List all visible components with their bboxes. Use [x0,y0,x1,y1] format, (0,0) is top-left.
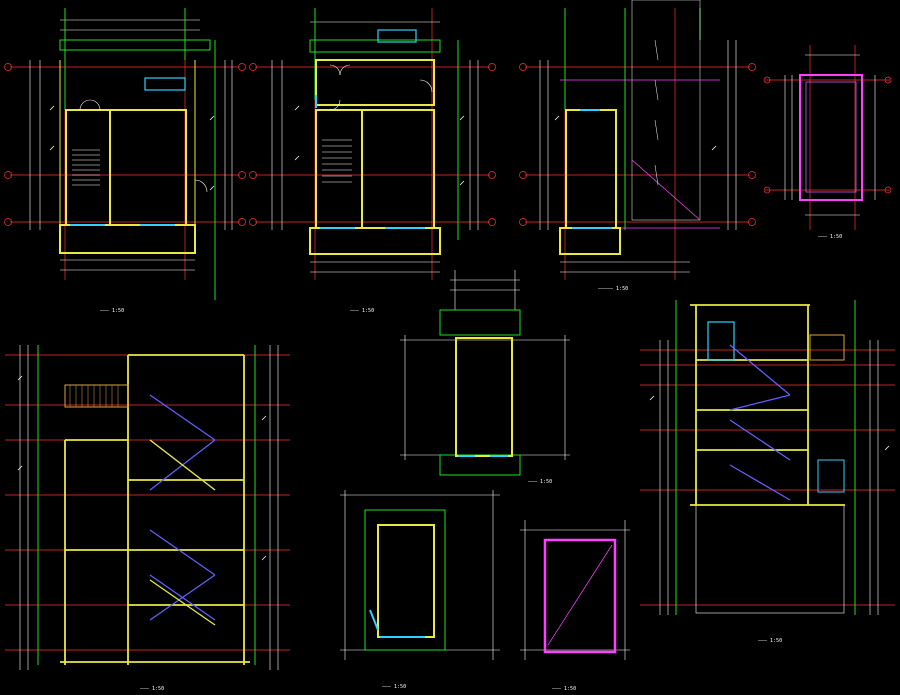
floor-plan-a: ——— 1:50 [4,8,246,314]
drawing-caption: ——— 1:50 [528,479,552,485]
drawing-caption: ————— 1:50 [598,286,628,292]
drawing-caption: ——— 1:50 [140,686,164,692]
drawing-caption: ——— 1:50 [758,638,782,644]
axis-bubble [763,76,892,194]
drawing-caption: ——— 1:50 [350,308,374,314]
drawing-caption: ——— 1:50 [818,234,842,240]
small-plan-top: ——— 1:50 [763,45,892,240]
small-plan-magenta: ——— 1:50 [520,520,630,692]
drawing-caption: ——— 1:50 [382,684,406,690]
floor-plan-b: ——— 1:50 [249,8,496,314]
axis-bubble [249,63,496,226]
drawing-caption: ——— 1:50 [552,686,576,692]
dimension-ticks [17,105,890,561]
floor-plan-c: ————— 1:50 [519,0,756,292]
small-plan-bottom: ——— 1:50 [340,490,500,690]
section-right: ——— 1:50 [640,300,895,644]
small-plan-mid: ——— 1:50 [400,270,570,485]
drawing-caption: ——— 1:50 [100,308,124,314]
axis-bubble [4,63,246,226]
section-left: ——— 1:50 [5,345,290,692]
axis-bubble [519,63,756,226]
